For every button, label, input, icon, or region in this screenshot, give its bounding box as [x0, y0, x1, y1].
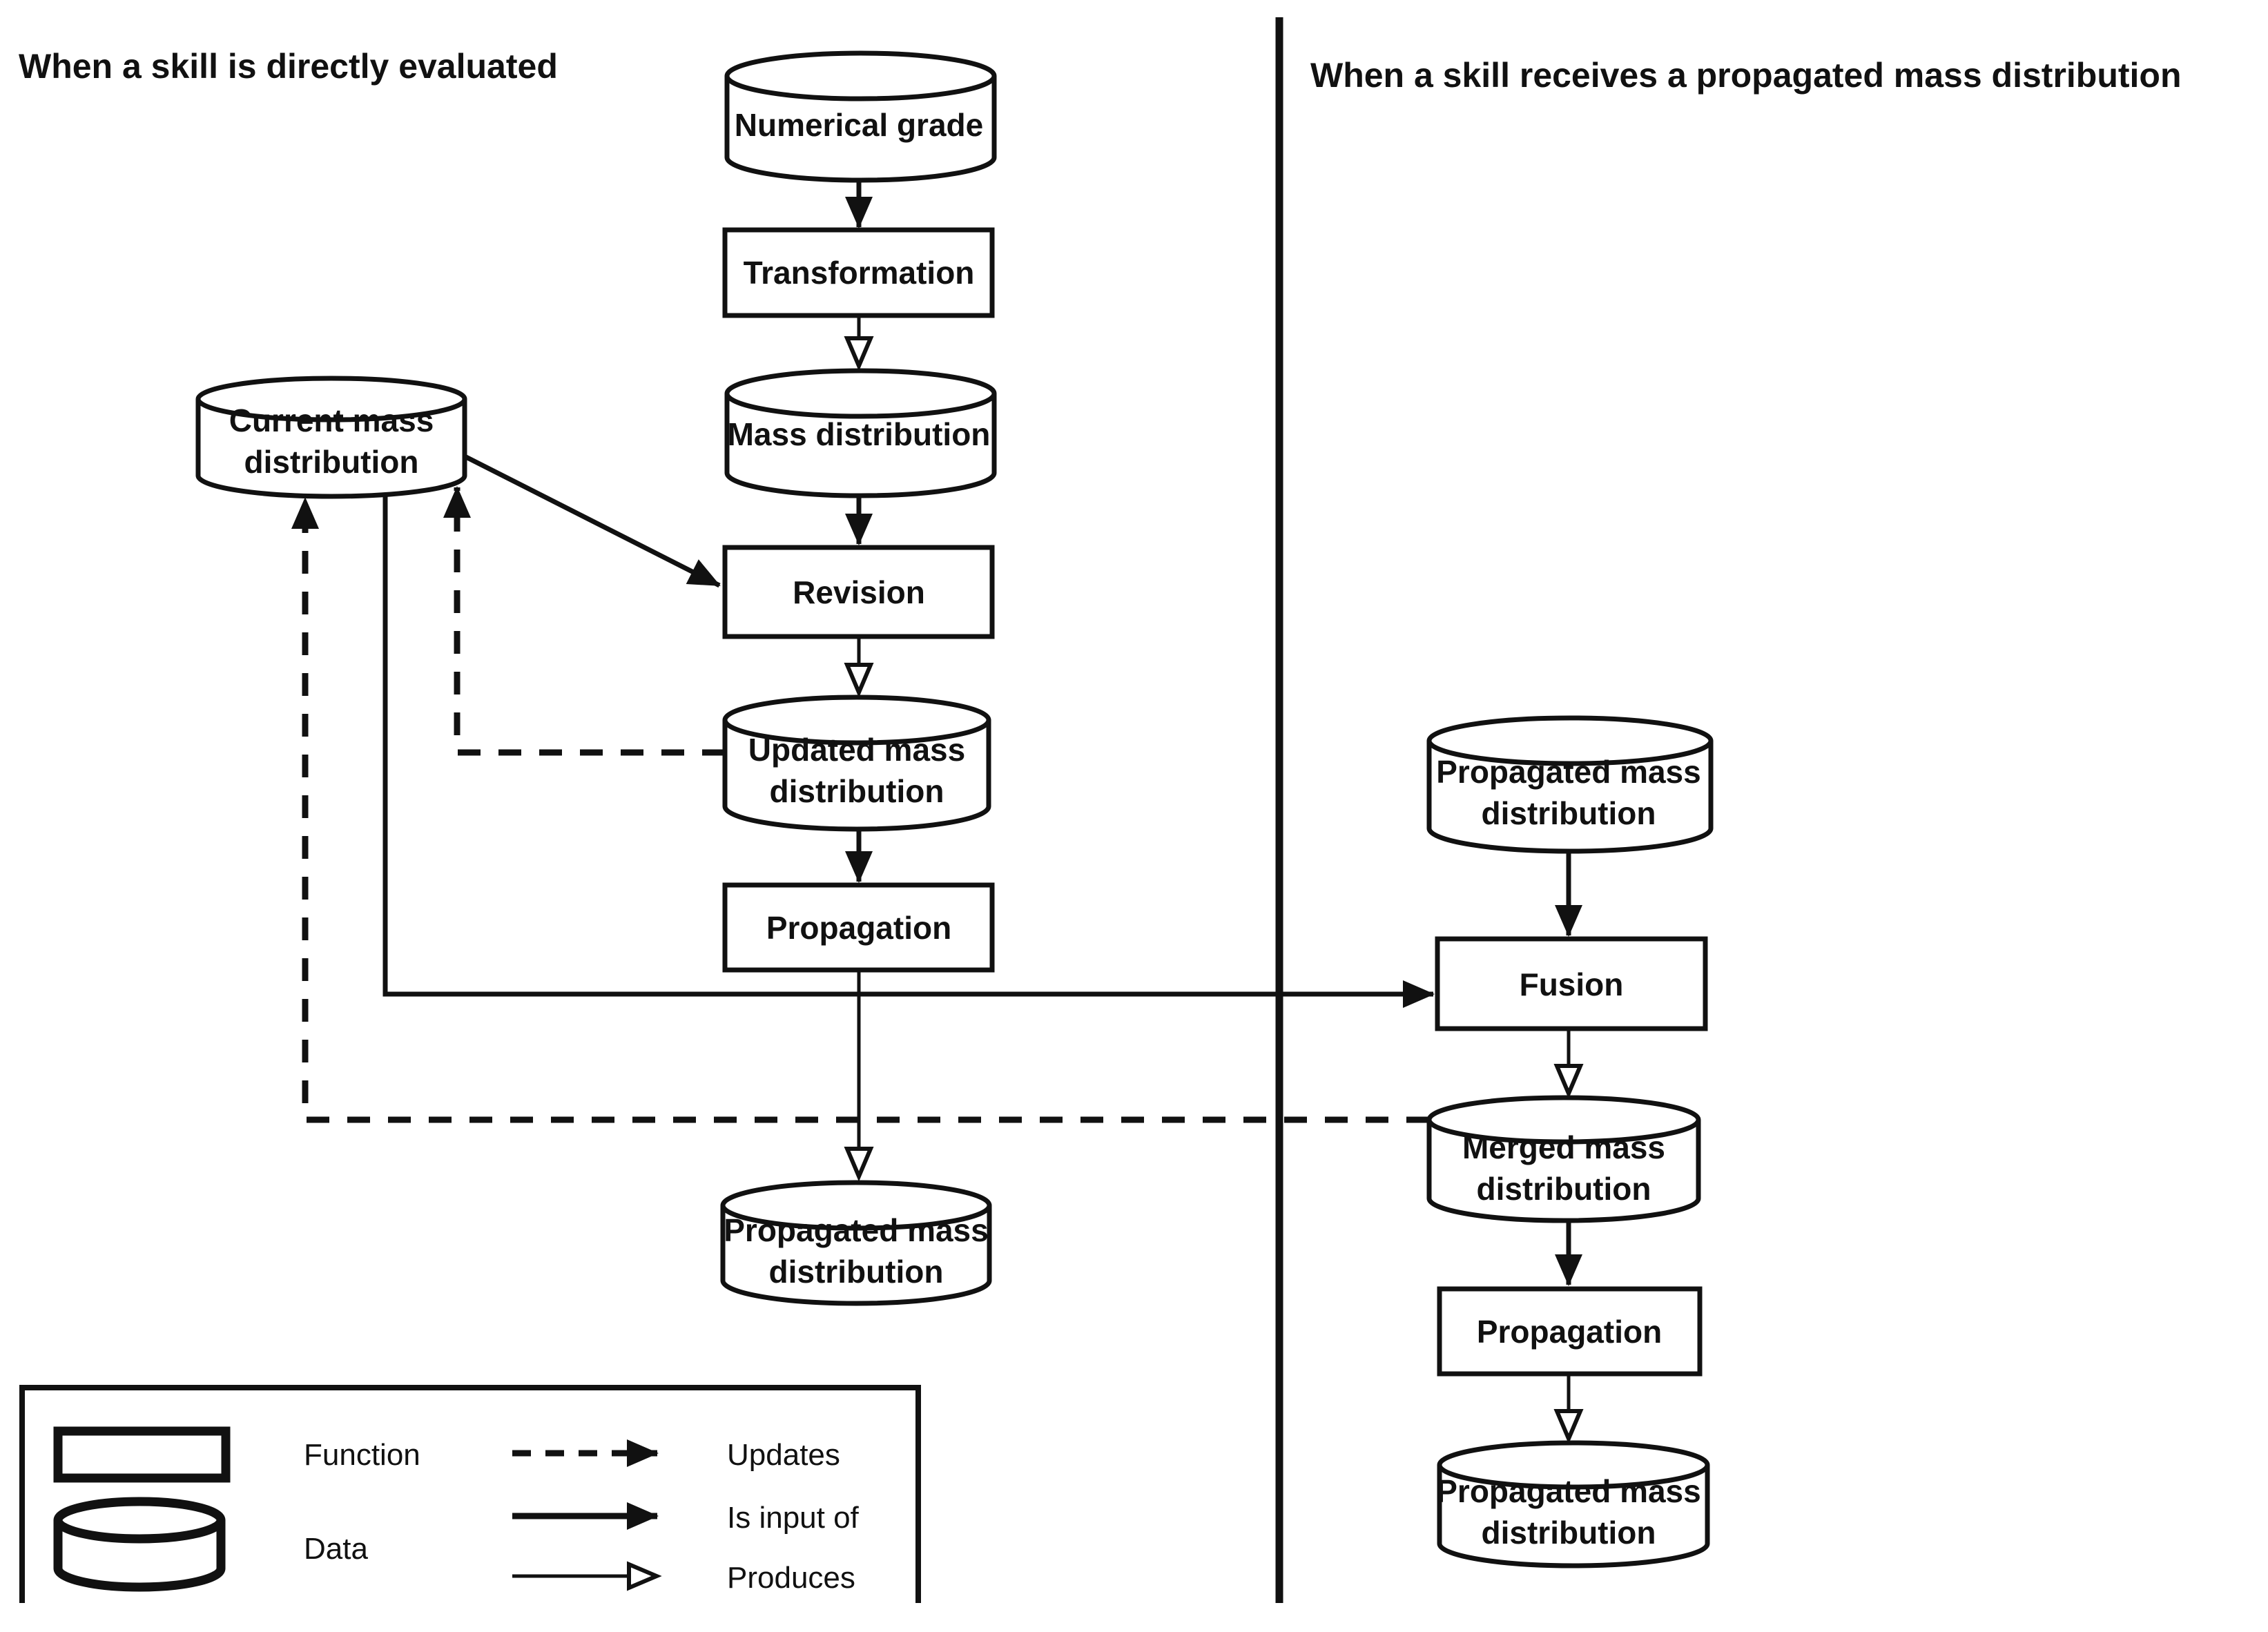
node-label-line1: Current mass — [229, 402, 434, 438]
edge-merged-updates-current — [291, 497, 1429, 1123]
node-label: Propagation — [1477, 1314, 1662, 1350]
node-updated-mass-distribution: Updated mass distribution — [722, 694, 991, 832]
node-label-line2: distribution — [1482, 1515, 1656, 1551]
node-label: Fusion — [1520, 966, 1624, 1002]
node-label-line2: distribution — [244, 444, 419, 480]
node-label-line1: Updated mass — [748, 732, 965, 768]
node-merged-mass-distribution: Merged mass distribution — [1426, 1095, 1701, 1223]
cylinder-shape — [1426, 1120, 1701, 1223]
node-label: Numerical grade — [735, 107, 983, 143]
node-propagation-left: Propagation — [722, 882, 995, 973]
box-shape — [722, 227, 995, 318]
cylinder-shape — [724, 394, 997, 498]
cylinder-top — [722, 694, 991, 746]
node-revision: Revision — [722, 545, 995, 639]
cylinder-top — [1437, 1440, 1710, 1490]
box-shape — [722, 545, 995, 639]
cylinder-shape — [1437, 1465, 1710, 1568]
section-title-left: When a skill is directly evaluated — [19, 47, 558, 86]
node-label: Mass distribution — [728, 416, 991, 452]
node-label-line1: Propagated mass — [1436, 1473, 1700, 1509]
edge-current-to-revision — [465, 454, 721, 588]
box-shape — [1435, 936, 1708, 1031]
cylinder-top — [1426, 715, 1714, 766]
cylinder-shape — [1426, 741, 1714, 854]
node-mass-distribution: Mass distribution — [724, 368, 997, 498]
legend-updates-label: Updates — [727, 1438, 840, 1472]
cylinder-shape — [195, 399, 467, 499]
node-propagated-mass-right: Propagated mass distribution — [1426, 715, 1714, 854]
cylinder-top — [720, 1180, 992, 1231]
edge-current-to-fusion — [382, 494, 1435, 1008]
node-transformation: Transformation — [722, 227, 995, 318]
legend-data-swatch-top — [53, 1497, 226, 1544]
node-label: Transformation — [744, 255, 975, 291]
node-fusion: Fusion — [1435, 936, 1708, 1031]
section-title-right: When a skill receives a propagated mass … — [1310, 56, 2182, 95]
node-propagation-right: Propagation — [1437, 1286, 1703, 1377]
node-label: Revision — [793, 574, 925, 610]
cylinder-top — [195, 376, 467, 422]
cylinder-top — [724, 368, 997, 419]
cylinder-shape — [724, 76, 997, 183]
cylinder-shape — [722, 720, 991, 832]
node-label-line1: Propagated mass — [724, 1212, 988, 1248]
edge-updated-updates-current — [443, 486, 725, 756]
box-shape — [1437, 1286, 1703, 1377]
cylinder-top — [1426, 1095, 1701, 1145]
box-shape — [722, 882, 995, 973]
legend-is-input-label: Is input of — [727, 1501, 860, 1535]
node-label-line2: distribution — [770, 773, 944, 809]
node-label: Propagation — [766, 910, 951, 946]
node-numerical-grade: Numerical grade — [724, 50, 997, 183]
node-propagated-mass-left: Propagated mass distribution — [720, 1180, 992, 1306]
cylinder-shape — [720, 1205, 992, 1306]
cylinder-top — [724, 50, 997, 101]
node-label-line1: Merged mass — [1462, 1129, 1665, 1165]
legend: Function Data Updates Is input of Produc… — [19, 1385, 921, 1603]
legend-data-label: Data — [304, 1532, 368, 1566]
legend-function-swatch — [53, 1426, 231, 1483]
node-label-line2: distribution — [1482, 795, 1656, 831]
node-propagated-mass-bottom: Propagated mass distribution — [1436, 1440, 1710, 1568]
node-label-line1: Propagated mass — [1436, 754, 1700, 790]
legend-function-label: Function — [304, 1438, 420, 1472]
legend-frame — [19, 1385, 921, 1603]
legend-produces-label: Produces — [727, 1561, 855, 1595]
node-current-mass-distribution: Current mass distribution — [195, 376, 467, 499]
node-label-line2: distribution — [769, 1254, 944, 1290]
node-label-line2: distribution — [1477, 1171, 1651, 1207]
